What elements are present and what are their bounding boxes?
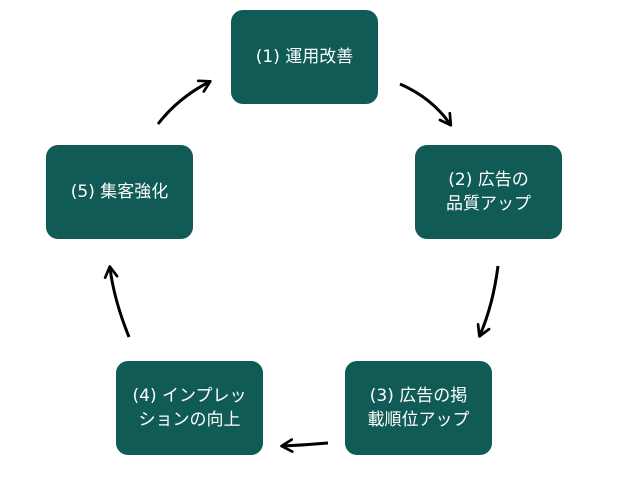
arrow-3-to-4 xyxy=(280,438,329,453)
arrow-1-to-2 xyxy=(399,82,453,127)
node-ad-rank-up: (3) 広告の掲 載順位アップ xyxy=(345,361,492,455)
arrow-2-to-3 xyxy=(476,265,500,338)
node-label-line: (1) 運用改善 xyxy=(255,47,354,67)
node-label-line: (5) 集客強化 xyxy=(70,182,169,202)
node-impression-improvement: (4) インプレッ ションの向上 xyxy=(116,361,263,455)
node-label-line: 品質アップ xyxy=(446,194,531,214)
node-ad-quality-up: (2) 広告の 品質アップ xyxy=(415,145,562,239)
node-label-line: (3) 広告の掲 xyxy=(369,386,468,406)
node-label-line: (2) 広告の xyxy=(448,170,529,190)
node-label-line: 載順位アップ xyxy=(367,410,470,430)
node-label-line: ションの向上 xyxy=(138,410,241,430)
node-label-line: (4) インプレッ xyxy=(132,386,247,406)
node-operation-improvement: (1) 運用改善 xyxy=(231,10,378,104)
arrow-5-to-1 xyxy=(156,79,212,125)
arrow-4-to-5 xyxy=(103,265,131,338)
node-customer-acquisition: (5) 集客強化 xyxy=(46,145,193,239)
